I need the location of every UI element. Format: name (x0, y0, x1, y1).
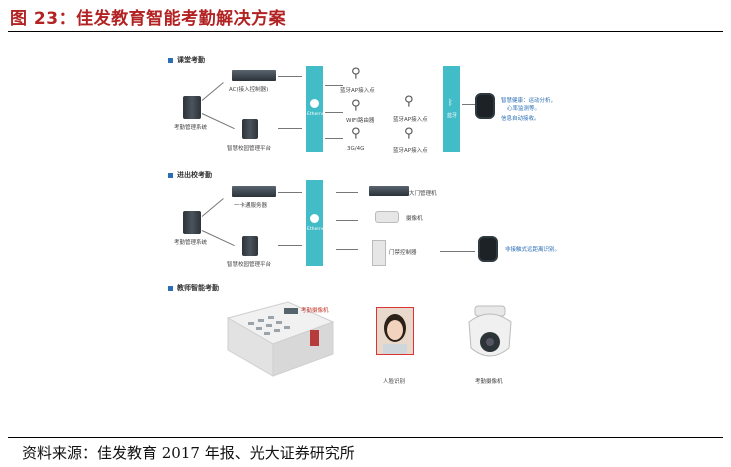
card-server-label: 一卡通服务器 (234, 203, 268, 209)
camera-icon (375, 211, 399, 223)
smart-band-icon (475, 93, 495, 119)
band-text-2: 心率监测等。 (507, 106, 541, 112)
campus-platform-label: 智慧校园管理平台 (227, 262, 272, 268)
bt-ap-label-3: 蓝牙AP接入点 (393, 148, 428, 154)
bullet-icon (168, 172, 173, 178)
connector-line (201, 82, 224, 101)
net-3g4g-label: 3G/4G (347, 146, 365, 152)
classroom-illustration (218, 300, 338, 378)
bt-ap-label-1: 蓝牙AP接入点 (340, 88, 375, 94)
gate-machine-icon (369, 186, 409, 196)
campus-platform-icon (242, 236, 258, 256)
source-note: 资料来源：佳发教育 2017 年报、光大证券研究所 (22, 444, 355, 462)
antenna-icon: ⚲ (351, 98, 361, 113)
band-text-3: 信息自动接收。 (501, 116, 540, 122)
attendance-system-label: 考勤管理系统 (174, 125, 208, 131)
bt-ap-label-2: 蓝牙AP接入点 (393, 117, 428, 123)
connector-line (325, 138, 343, 139)
source-rule (8, 437, 723, 438)
face-recognition-label: 人脸识别 (383, 379, 406, 385)
ethernet-bar (306, 66, 323, 152)
section-teacher-heading: 教师智能考勤 (168, 283, 219, 293)
antenna-icon: ⚲ (351, 66, 361, 81)
bluetooth-label: 蓝牙 (447, 113, 458, 119)
access-controller-label: 门禁控制器 (389, 250, 417, 256)
connector-line (278, 192, 302, 193)
gate-machine-label: 大门管理机 (409, 191, 437, 197)
ac-server-icon (232, 70, 276, 81)
antenna-icon: ⚲ (404, 94, 414, 109)
connector-line (462, 104, 476, 105)
wifi-router-label: WIFI路由器 (346, 118, 375, 124)
connector-line (440, 251, 475, 252)
section-campus-gate-heading: 进出校考勤 (168, 170, 212, 180)
connector-line (325, 85, 343, 86)
ethernet-label: Ethernet (307, 112, 327, 117)
ethernet-logo-icon (310, 214, 319, 223)
connector-line (278, 128, 302, 129)
camera-label: 摄像机 (406, 216, 423, 222)
bullet-icon (168, 285, 173, 291)
connector-line (278, 245, 302, 246)
band-text-1: 智慧健康：运动分析， (501, 98, 557, 104)
connector-line (336, 220, 358, 221)
face-recognition-photo (376, 307, 414, 355)
connector-line (201, 198, 224, 217)
campus-platform-icon (242, 119, 258, 139)
connector-line (325, 112, 343, 113)
smart-band-icon (478, 236, 498, 262)
bullet-icon (168, 57, 173, 63)
access-gate-icon (372, 240, 386, 266)
attendance-system-label: 考勤管理系统 (174, 240, 208, 246)
bluetooth-icon: ᛒ (448, 98, 453, 107)
connector-line (336, 192, 358, 193)
ethernet-label: Ethernet (307, 227, 327, 232)
antenna-icon: ⚲ (404, 126, 414, 141)
campus-platform-label: 智慧校园管理平台 (227, 146, 272, 152)
ethernet-logo-icon (310, 99, 319, 108)
antenna-icon: ⚲ (351, 126, 361, 141)
card-server-icon (232, 186, 276, 197)
connector-line (278, 76, 302, 77)
class-camera-label: 考勤摄像机 (301, 308, 329, 314)
section-classroom-heading: 课堂考勤 (168, 55, 205, 65)
contactless-label: 非接触式远距离识别。 (505, 247, 561, 253)
classroom-svg (226, 301, 335, 377)
dome-camera-icon (465, 302, 515, 370)
attendance-server-icon (183, 96, 201, 119)
attendance-server-icon (183, 211, 201, 234)
ac-label: AC(接入控制器) (229, 87, 269, 93)
face-svg (383, 314, 407, 354)
ethernet-bar (306, 180, 323, 266)
dome-camera-svg (468, 305, 512, 357)
connector-line (336, 249, 358, 250)
bluetooth-bar (443, 66, 460, 152)
attendance-camera-label: 考勤摄像机 (475, 379, 503, 385)
figure-title: 图 23：佳发教育智能考勤解决方案 (10, 9, 287, 29)
title-rule (8, 31, 723, 32)
